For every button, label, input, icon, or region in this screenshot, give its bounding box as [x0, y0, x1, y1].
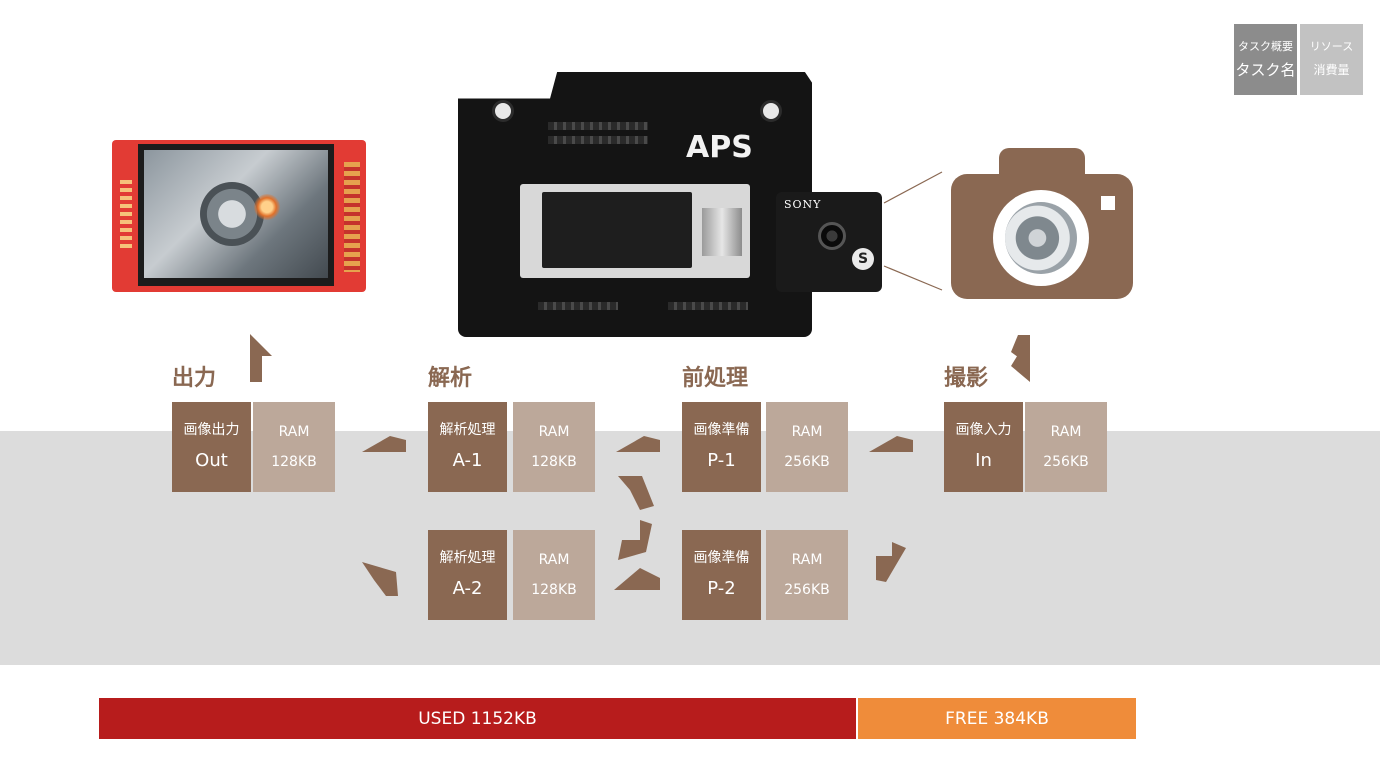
task-a1-id: A-1 [452, 450, 483, 471]
ram-p2: RAM 256KB [766, 530, 848, 620]
ram-a2-label: RAM [538, 552, 570, 568]
ram-a2-value: 128KB [531, 582, 577, 598]
lcd-screen [138, 144, 334, 286]
board-hole [492, 100, 514, 122]
ram-a1: RAM 128KB [513, 402, 595, 492]
ram-in-label: RAM [1050, 424, 1082, 440]
task-p2: 画像準備 P-2 [682, 530, 761, 620]
legend-task: タスク概要 タスク名 [1234, 24, 1297, 95]
connector-line [883, 265, 943, 291]
task-a1-name: 解析処理 [439, 422, 496, 438]
ram-p2-value: 256KB [784, 582, 830, 598]
ram-a2: RAM 128KB [513, 530, 595, 620]
stage-preprocess-heading: 前処理 [682, 366, 749, 391]
camera-module-image: SONY S [776, 192, 882, 292]
legend-resource-title: 消費量 [1313, 62, 1350, 77]
legend-resource: リソース 消費量 [1300, 24, 1363, 95]
ram-in-value: 256KB [1043, 454, 1089, 470]
connector-line [883, 171, 943, 204]
camera-icon [951, 148, 1133, 299]
lcd-spark [254, 194, 280, 220]
lcd-spindle [200, 182, 264, 246]
task-out: 画像出力 Out [172, 402, 251, 492]
camera-module-lens [818, 222, 846, 250]
task-a2-id: A-2 [452, 578, 483, 599]
board-connector [702, 208, 742, 256]
ram-in: RAM 256KB [1025, 402, 1107, 492]
memory-used-bar: USED 1152KB [99, 698, 856, 739]
ram-out-value: 128KB [271, 454, 317, 470]
ram-p1-label: RAM [791, 424, 823, 440]
aps-board-image: APS [458, 72, 812, 337]
task-p1-id: P-1 [707, 450, 736, 471]
board-header [668, 302, 748, 310]
lcd-pins-left [120, 180, 132, 250]
task-p1: 画像準備 P-1 [682, 402, 761, 492]
camera-module-label: SONY [784, 198, 822, 211]
stage-capture-heading: 撮影 [944, 366, 989, 391]
task-a2-name: 解析処理 [439, 550, 496, 566]
memory-free-bar: FREE 384KB [858, 698, 1136, 739]
stage-output-heading: 出力 [172, 366, 217, 391]
ram-out: RAM 128KB [253, 402, 335, 492]
camera-icon-flash [1101, 196, 1115, 210]
board-header [548, 136, 648, 144]
lcd-picture [144, 150, 328, 278]
board-hole [760, 100, 782, 122]
board-chip [542, 192, 692, 268]
arrow-icon [250, 334, 272, 382]
ram-p2-label: RAM [791, 552, 823, 568]
lcd-display-image [112, 140, 366, 292]
camera-module-logo: S [852, 248, 874, 270]
task-in-name: 画像入力 [955, 422, 1012, 438]
lcd-pins-right [344, 162, 360, 272]
legend-task-title: タスク名 [1235, 60, 1296, 79]
task-p2-id: P-2 [707, 578, 736, 599]
ram-p1: RAM 256KB [766, 402, 848, 492]
board-header [548, 122, 648, 130]
legend-task-caption: タスク概要 [1238, 39, 1293, 53]
arrow-icon [1011, 335, 1030, 382]
ram-a1-label: RAM [538, 424, 570, 440]
task-a1: 解析処理 A-1 [428, 402, 507, 492]
task-a2: 解析処理 A-2 [428, 530, 507, 620]
ram-out-label: RAM [278, 424, 310, 440]
board-header [538, 302, 618, 310]
task-out-id: Out [195, 450, 228, 471]
task-p1-name: 画像準備 [693, 422, 750, 438]
legend-resource-caption: リソース [1309, 39, 1354, 53]
ram-a1-value: 128KB [531, 454, 577, 470]
board-brand: APS [686, 130, 753, 165]
camera-icon-lens [1005, 202, 1077, 274]
task-p2-name: 画像準備 [693, 550, 750, 566]
stage-analysis-heading: 解析 [428, 366, 473, 391]
ram-p1-value: 256KB [784, 454, 830, 470]
task-in: 画像入力 In [944, 402, 1023, 492]
task-in-id: In [975, 450, 992, 471]
task-out-name: 画像出力 [183, 422, 240, 438]
